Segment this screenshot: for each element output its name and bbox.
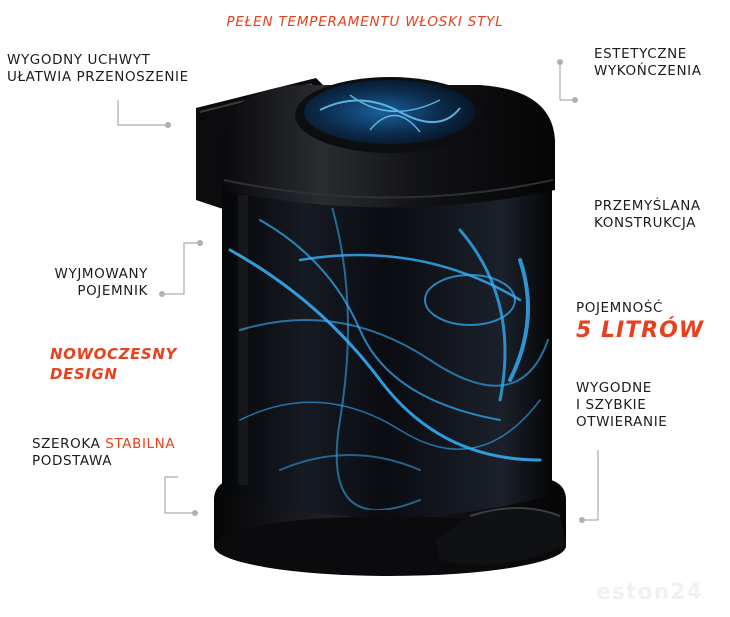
capacity-value: 5 LITRÓW	[576, 318, 705, 343]
headline: PEŁEN TEMPERAMENTU WŁOSKI STYL	[226, 14, 504, 30]
label-modern-design: NOWOCZESNY DESIGN	[50, 345, 177, 383]
watermark: eston24	[596, 580, 703, 605]
label-opening: WYGODNE I SZYBKIE OTWIERANIE	[576, 380, 668, 430]
label-base: SZEROKA STABILNA PODSTAWA	[32, 436, 176, 469]
label-capacity: POJEMNOŚĆ	[576, 300, 664, 316]
label-container: WYJMOWANY POJEMNIK	[54, 266, 148, 299]
label-construction: PRZEMYŚLANA KONSTRUKCJA	[594, 198, 701, 231]
label-finish: ESTETYCZNE WYKOŃCZENIA	[594, 46, 702, 79]
callout-dot	[165, 122, 171, 128]
label-handle: WYGODNY UCHWYT UŁATWIA PRZENOSZENIE	[7, 52, 189, 85]
